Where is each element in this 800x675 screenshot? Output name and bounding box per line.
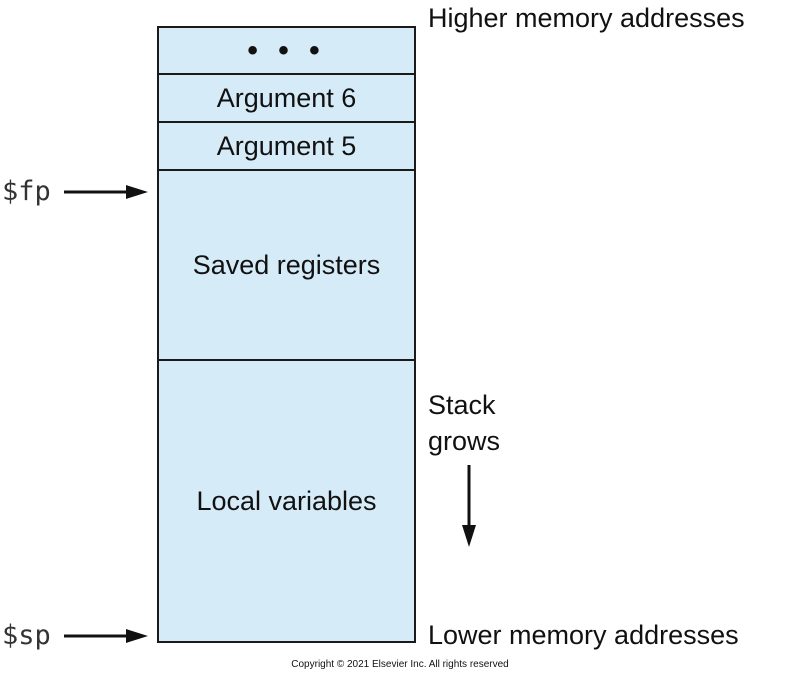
local-variables-cell: Local variables xyxy=(196,485,377,516)
fp-arrow xyxy=(64,185,148,199)
argument-5-cell: Argument 5 xyxy=(159,123,414,171)
argument-6-cell: Argument 6 xyxy=(159,75,414,123)
stack-grows-label-line2: grows xyxy=(428,426,501,456)
ellipsis-cell: • • • xyxy=(159,28,414,75)
stack-frame: • • • Argument 6 Argument 5 Saved regist… xyxy=(157,26,416,643)
fp-register-label: $fp xyxy=(2,176,51,207)
sp-register-label: $sp xyxy=(2,620,51,651)
stack-grows-label-line1: Stack xyxy=(428,390,496,420)
higher-memory-label: Higher memory addresses xyxy=(428,3,745,33)
copyright-notice: Copyright © 2021 Elsevier Inc. All right… xyxy=(291,659,509,670)
saved-registers-cell: Saved registers xyxy=(159,171,414,361)
stack-grows-arrow xyxy=(462,465,476,547)
lower-memory-label: Lower memory addresses xyxy=(428,620,739,650)
sp-arrow xyxy=(64,629,148,643)
